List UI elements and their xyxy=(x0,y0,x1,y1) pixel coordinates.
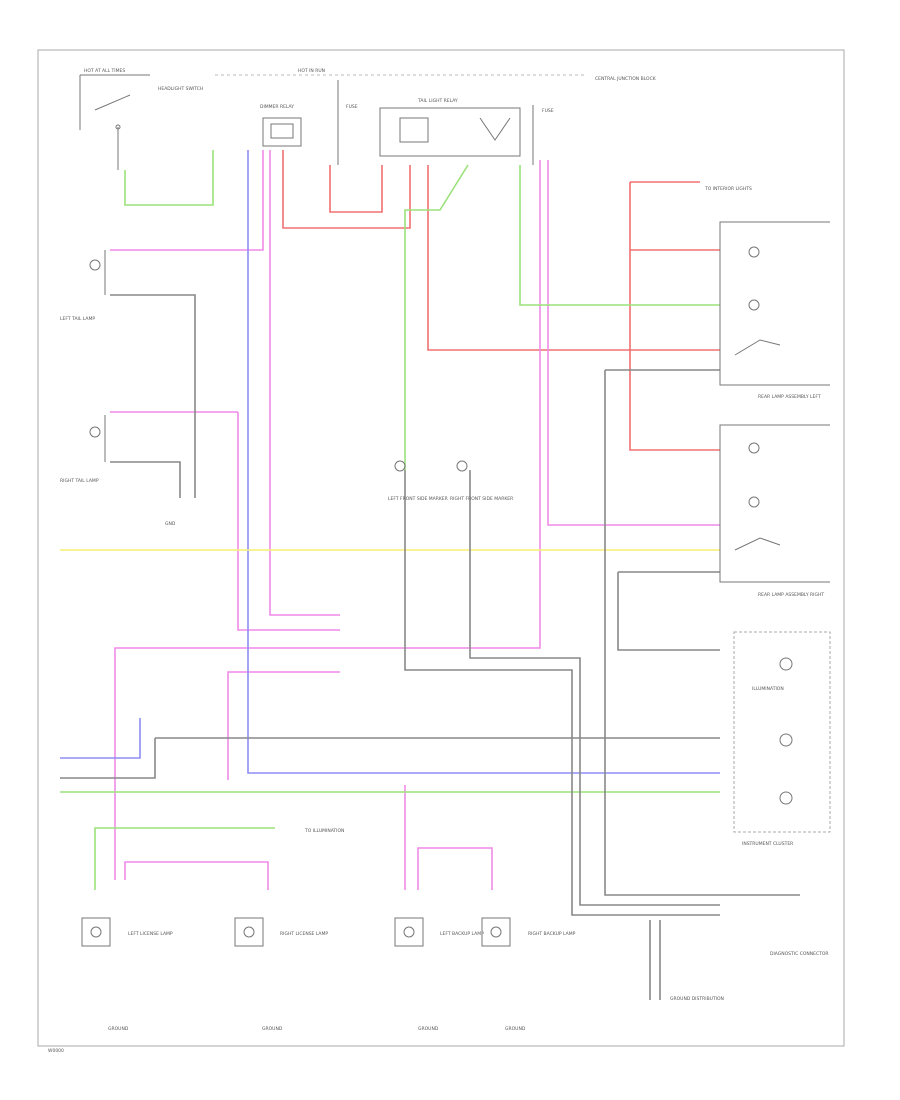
wire-gray-29 xyxy=(604,370,800,896)
diag-connector-label: DIAGNOSTIC CONNECTOR xyxy=(770,951,829,957)
ground-dist-label: GROUND DISTRIBUTION xyxy=(670,996,724,1002)
front-left-marker-label: LEFT FRONT SIDE MARKER xyxy=(388,496,448,502)
rear-lamp-assembly-left: REAR LAMP ASSEMBLY LEFT xyxy=(719,221,830,400)
wire-gray-26 xyxy=(404,470,720,916)
wire-red-1 xyxy=(282,150,411,229)
bottom-lamp-3-label: LEFT BACKUP LAMP xyxy=(440,931,484,937)
wire-green-22 xyxy=(404,164,469,470)
wire-blue-18 xyxy=(60,718,141,759)
hot-in-run-label: HOT IN RUN xyxy=(298,68,325,74)
bottom-lamp-2: RIGHT LICENSE LAMP GROUND xyxy=(234,917,328,1032)
hot-at-all-times-label: HOT AT ALL TIMES xyxy=(84,68,125,74)
tail-ground-label: GND xyxy=(165,521,176,527)
instrument-cluster: ILLUMINATION INSTRUMENT CLUSTER xyxy=(733,631,831,847)
wire-pink-15 xyxy=(417,847,493,890)
wire-pink-12 xyxy=(547,160,720,526)
bottom-lamp-3: LEFT BACKUP LAMP GROUND xyxy=(394,917,484,1032)
front-left-marker: LEFT FRONT SIDE MARKER xyxy=(388,460,448,502)
fuse-label: FUSE xyxy=(346,104,358,110)
headlight-switch-label: HEADLIGHT SWITCH xyxy=(158,86,203,92)
wire-gray-31 xyxy=(617,572,720,651)
wire-pink-13 xyxy=(227,671,340,780)
wire-pink-10 xyxy=(237,412,340,631)
rear-lamp-assembly-right: REAR LAMP ASSEMBLY RIGHT xyxy=(719,424,830,598)
wire-red-6 xyxy=(427,165,720,351)
wire-blue-17 xyxy=(247,150,720,774)
bottom-lamp-4: RIGHT BACKUP LAMP GROUND xyxy=(481,917,576,1032)
bottom-gnd-3-label: GROUND xyxy=(418,1026,439,1032)
wire-red-2 xyxy=(329,165,383,213)
wire-gray-27 xyxy=(469,470,720,906)
right-tail-lamp: RIGHT TAIL LAMP xyxy=(60,415,106,484)
bottom-gnd-1-label: GROUND xyxy=(108,1026,129,1032)
central-junction-label: CENTRAL JUNCTION BLOCK xyxy=(595,76,657,82)
wire-pink-11 xyxy=(114,160,541,880)
wire-gray-24 xyxy=(110,294,196,498)
bottom-lamp-1-label: LEFT LICENSE LAMP xyxy=(128,931,173,937)
wire-gray-33 xyxy=(60,738,156,779)
diagram-frame xyxy=(37,49,845,1047)
left-tail-label: LEFT TAIL LAMP xyxy=(60,316,95,322)
to-interior-label: TO INTERIOR LIGHTS xyxy=(704,186,752,192)
wire-gray-25 xyxy=(110,461,181,498)
wire-red-3 xyxy=(629,182,720,251)
bottom-lamp-1: LEFT LICENSE LAMP GROUND xyxy=(81,917,173,1032)
wire-pink-7 xyxy=(269,150,340,616)
cluster-label: INSTRUMENT CLUSTER xyxy=(742,841,793,847)
rear-right-label: REAR LAMP ASSEMBLY RIGHT xyxy=(758,592,824,598)
fuse-label-2: FUSE xyxy=(542,108,554,114)
bottom-gnd-4-label: GROUND xyxy=(505,1026,526,1032)
wire-pink-8 xyxy=(110,150,264,251)
front-right-marker: RIGHT FRONT SIDE MARKER xyxy=(450,460,513,502)
bottom-gnd-2-label: GROUND xyxy=(262,1026,283,1032)
front-right-marker-label: RIGHT FRONT SIDE MARKER xyxy=(450,496,513,502)
wire-pink-14 xyxy=(124,861,269,890)
page-id-label: W0000 xyxy=(48,1048,64,1054)
wires xyxy=(60,150,800,1000)
dimmer-relay-label: DIMMER RELAY xyxy=(260,104,294,110)
headlight-switch: HOT AT ALL TIMES HEADLIGHT SWITCH xyxy=(79,68,203,170)
right-tail-label: RIGHT TAIL LAMP xyxy=(60,478,99,484)
wire-green-0 xyxy=(124,150,214,206)
tail-light-relay: TAIL LIGHT RELAY xyxy=(379,98,521,157)
wire-green-19 xyxy=(519,165,720,306)
left-tail-lamp: LEFT TAIL LAMP xyxy=(60,250,106,322)
tail-light-relay-label: TAIL LIGHT RELAY xyxy=(417,98,458,104)
bottom-lamp-4-label: RIGHT BACKUP LAMP xyxy=(528,931,576,937)
wire-green-21 xyxy=(94,827,275,890)
bottom-lamp-2-label: RIGHT LICENSE LAMP xyxy=(280,931,328,937)
cluster-illum-label: ILLUMINATION xyxy=(752,686,784,692)
rear-left-label: REAR LAMP ASSEMBLY LEFT xyxy=(758,394,821,400)
to-illum-label: TO ILLUMINATION xyxy=(304,828,344,834)
dimmer-relay: DIMMER RELAY xyxy=(260,104,302,147)
wire-red-5 xyxy=(629,250,720,451)
